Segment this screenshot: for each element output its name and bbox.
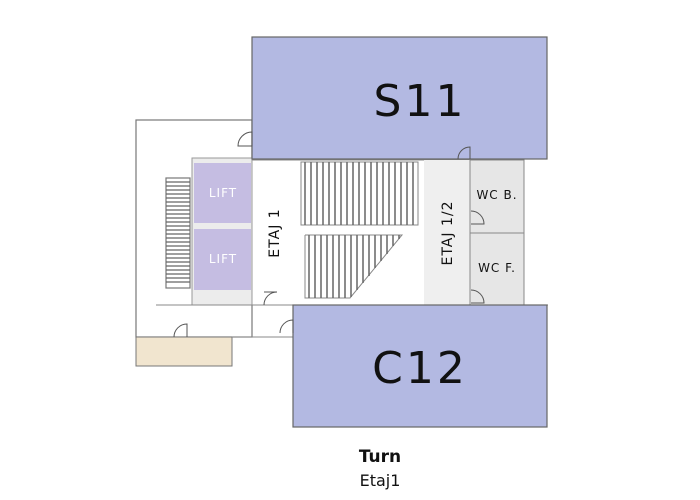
- map-caption-title: Turn: [358, 447, 402, 467]
- wc-f-label: WC F.: [478, 261, 516, 275]
- wc-b-label: WC B.: [476, 188, 517, 202]
- lift-bottom-label: LIFT: [209, 252, 237, 266]
- door-west-corridor: [173, 323, 188, 338]
- lift-bottom[interactable]: [194, 229, 251, 290]
- lift-top-label: LIFT: [209, 186, 237, 200]
- door-wc-f: [470, 289, 485, 304]
- central-staircase-upper: [300, 161, 419, 226]
- door-s11-west: [237, 131, 253, 147]
- room-s11[interactable]: [251, 36, 548, 160]
- etaj-half-label: ETAJ 1/2: [440, 201, 456, 266]
- wc-b-room[interactable]: [469, 159, 525, 234]
- lift-top[interactable]: [194, 163, 251, 223]
- door-c12: [279, 319, 294, 334]
- central-staircase-lower: [304, 234, 404, 299]
- stair-landing: [424, 160, 470, 305]
- room-c12[interactable]: [292, 304, 548, 428]
- etaj-1-label: ETAJ 1: [267, 208, 283, 257]
- west-staircase: [165, 177, 191, 289]
- door-swings: [173, 131, 485, 338]
- room-s11-label: S11: [374, 76, 467, 127]
- map-caption-subtitle: Etaj1: [359, 471, 401, 490]
- door-lift-corridor: [263, 291, 278, 306]
- door-wc-b: [470, 210, 485, 225]
- door-s11-south: [457, 146, 471, 160]
- storage-room: [135, 336, 233, 367]
- room-c12-label: C12: [372, 343, 468, 394]
